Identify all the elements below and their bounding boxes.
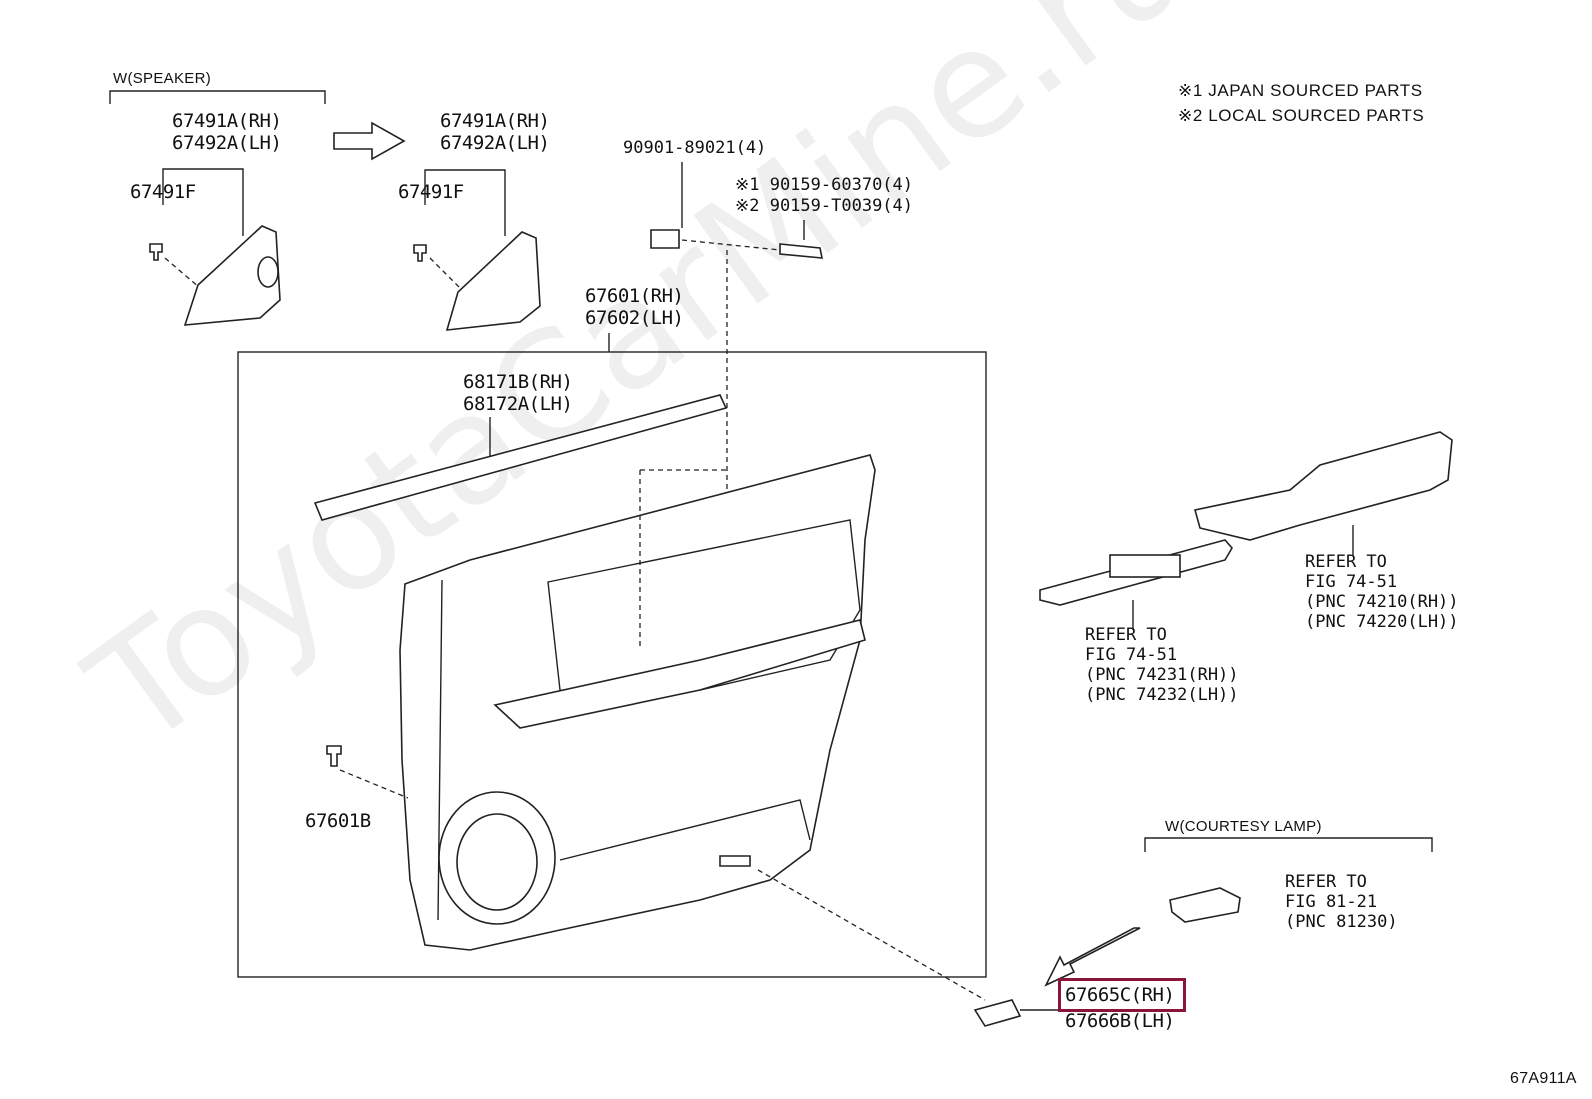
courtesy-lamp [1169,887,1241,923]
group-speaker-label: W(SPEAKER) [113,70,212,87]
part-label-67665c: 67665C(RH) [1065,984,1175,1006]
courtesy-lamp-socket [719,855,751,867]
part-label-67601b: 67601B [305,810,371,832]
part-label-67491a-rh-2: 67491A(RH) [440,110,550,132]
part-label-68172a: 68172A(LH) [463,393,573,415]
note-japan-sourced: ※1 JAPAN SOURCED PARTS [1178,81,1423,100]
ref-armrest: REFER TO FIG 74-51 (PNC 74210(RH)) (PNC … [1305,552,1459,632]
note-local-sourced: ※2 LOCAL SOURCED PARTS [1178,106,1425,125]
belt-moulding [313,394,728,521]
leader-67491a-2 [424,169,506,236]
bracket-90901 [650,229,680,249]
group-courtesy-label: W(COURTESY LAMP) [1165,818,1322,835]
speaker-cover-1-hole [257,256,279,288]
part-label-67491f-1: 67491F [130,181,196,203]
ref-armrest-line-1: REFER TO [1305,552,1387,572]
ref-switch-line-2: FIG 74-51 [1085,645,1178,665]
clip-2 [413,244,427,262]
ref-switch-line-4: (PNC 74232(LH)) [1085,685,1239,705]
lamp-lens [973,999,1022,1027]
part-label-67666b: 67666B(LH) [1065,1010,1175,1032]
leader-screw [681,239,781,251]
ref-switch-line-3: (PNC 74231(RH)) [1085,665,1239,685]
clip-1 [149,243,163,261]
leader-67601b [339,769,409,799]
ref-switch-line-1: REFER TO [1085,625,1167,645]
speaker-bracket [109,90,326,104]
courtesy-bracket [1144,837,1433,852]
switch-buttons [1109,554,1181,578]
part-label-67602: 67602(LH) [585,307,684,329]
arrow-icon [333,121,406,161]
part-label-67492a-lh-2: 67492A(LH) [440,132,550,154]
ref-armrest-line-2: FIG 74-51 [1305,572,1398,592]
armrest-upper-trim [1194,431,1453,541]
courtesy-arrow-icon [1044,927,1141,987]
door-pocket [559,799,811,861]
leader-67491f-1 [164,257,201,289]
speaker-cover-2 [445,231,541,331]
ref-lamp-line-2: FIG 81-21 [1285,892,1378,912]
part-label-68171b: 68171B(RH) [463,371,573,393]
speaker-grille-inner [456,813,538,911]
ref-switch: REFER TO FIG 74-51 (PNC 74231(RH)) (PNC … [1085,625,1239,705]
armrest-base [493,619,866,729]
ref-armrest-line-3: (PNC 74210(RH)) [1305,592,1459,612]
ref-lamp-line-1: REFER TO [1285,872,1367,892]
leader-67491f-2 [429,257,463,291]
leader-67491a-1 [162,168,244,236]
part-label-90901: 90901-89021(4) [623,138,767,158]
clip-67601b [326,745,342,767]
screw-90159 [779,243,823,259]
speaker-cover-1 [183,225,281,326]
ref-armrest-line-4: (PNC 74220(LH)) [1305,612,1459,632]
ref-lamp-line-3: (PNC 81230) [1285,912,1398,932]
leader-lamp-dash [757,869,986,1001]
part-label-67492a-lh-1: 67492A(LH) [172,132,282,154]
door-panel-frame [237,351,987,978]
part-label-67491a-rh-1: 67491A(RH) [172,110,282,132]
part-label-67601: 67601(RH) [585,285,684,307]
figure-code: 67A911A [1510,1070,1577,1087]
part-label-67491f-2: 67491F [398,181,464,203]
ref-lamp: REFER TO FIG 81-21 (PNC 81230) [1285,872,1398,932]
part-label-90159-60370: ※1 90159-60370(4) [735,175,914,195]
part-label-90159-t0039: ※2 90159-T0039(4) [735,196,914,216]
highlight-box [1058,978,1186,1012]
